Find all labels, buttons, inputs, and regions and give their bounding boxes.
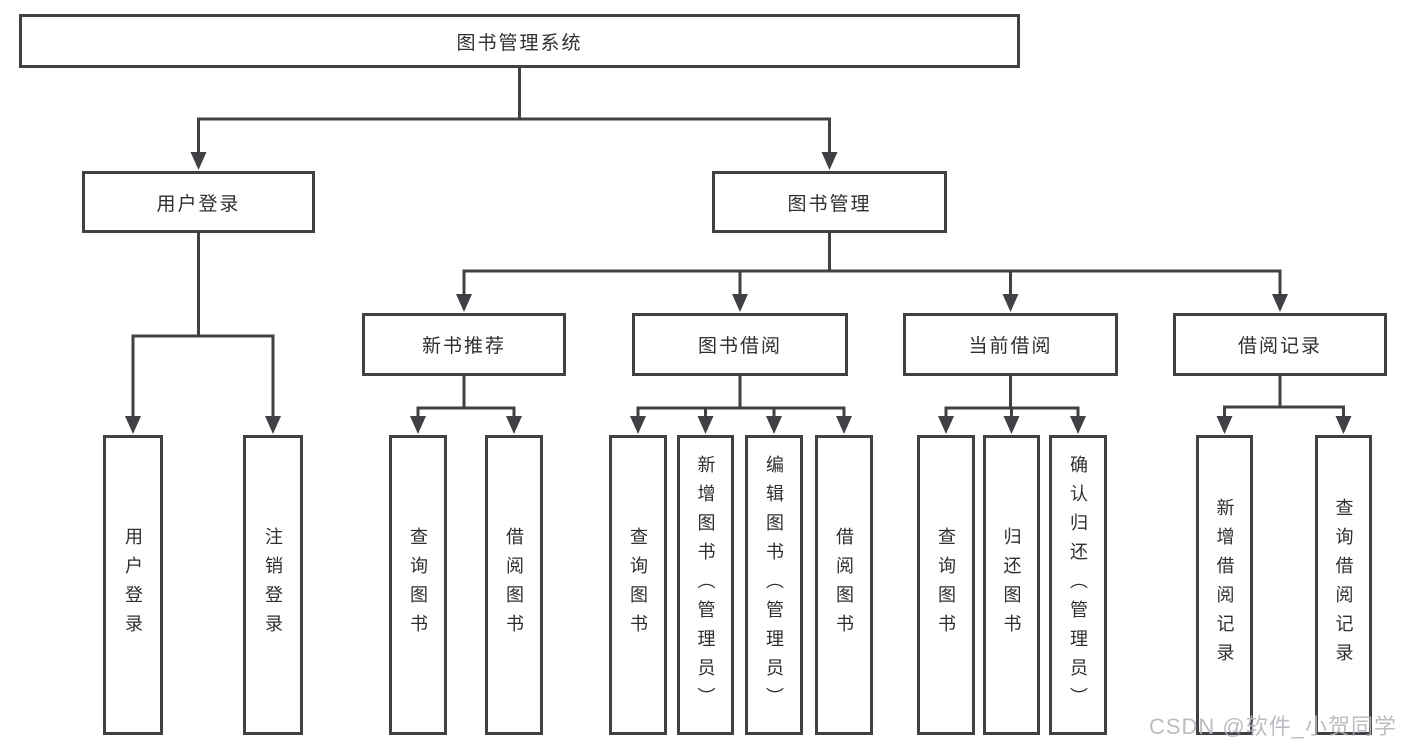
- node-label: 用户登录: [123, 527, 143, 643]
- node-label: 查询图书: [936, 527, 956, 643]
- node-borrow-records: 借阅记录: [1173, 313, 1387, 376]
- node-label: 用户登录: [156, 193, 241, 215]
- node-label: 图书借阅: [697, 336, 782, 357]
- node-leaf-logout: 注销登录: [243, 435, 303, 735]
- node-user-login: 用户登录: [82, 171, 315, 233]
- node-new-book-recommend: 新书推荐: [362, 313, 566, 376]
- node-label: 借阅图书: [504, 527, 524, 643]
- node-leaf-query-books-current: 查询图书: [917, 435, 975, 735]
- node-label: 查询图书: [628, 527, 648, 643]
- node-leaf-query-books-borrow: 查询图书: [609, 435, 667, 735]
- node-leaf-query-books-recommend: 查询图书: [389, 435, 447, 735]
- node-leaf-borrow-books: 借阅图书: [815, 435, 873, 735]
- node-leaf-edit-books-admin: 编辑图书（管理员）: [745, 435, 803, 735]
- node-leaf-user-login: 用户登录: [103, 435, 163, 735]
- node-leaf-borrow-books-recommend: 借阅图书: [485, 435, 543, 735]
- node-current-borrow: 当前借阅: [903, 313, 1118, 376]
- node-label: 注销登录: [263, 527, 283, 643]
- node-label: 查询借阅记录: [1333, 498, 1354, 672]
- node-leaf-add-books-admin: 新增图书（管理员）: [677, 435, 734, 735]
- node-leaf-return-books: 归还图书: [983, 435, 1040, 735]
- arrowheads: [125, 152, 1352, 434]
- node-label: 借阅记录: [1237, 336, 1322, 357]
- node-leaf-query-borrow-record: 查询借阅记录: [1315, 435, 1372, 735]
- node-label: 编辑图书（管理员）: [764, 454, 784, 716]
- node-label: 新增图书（管理员）: [695, 454, 716, 716]
- csdn-watermark: CSDN @软件_小贺同学: [1148, 714, 1397, 739]
- node-label: 借阅图书: [834, 527, 854, 643]
- node-label: 图书管理: [787, 193, 872, 215]
- node-label: 当前借阅: [968, 336, 1053, 357]
- node-label: 图书管理系统: [456, 32, 583, 54]
- node-label: 新书推荐: [421, 336, 506, 357]
- node-label: 新增借阅记录: [1214, 498, 1235, 672]
- node-book-borrow: 图书借阅: [632, 313, 848, 376]
- node-leaf-confirm-return-admin: 确认归还（管理员）: [1049, 435, 1107, 735]
- node-label: 查询图书: [408, 527, 428, 643]
- node-label: 确认归还（管理员）: [1068, 454, 1088, 716]
- node-library-management-system: 图书管理系统: [19, 14, 1020, 68]
- node-leaf-add-borrow-record: 新增借阅记录: [1196, 435, 1253, 735]
- node-label: 归还图书: [1001, 527, 1022, 643]
- node-book-management: 图书管理: [712, 171, 947, 233]
